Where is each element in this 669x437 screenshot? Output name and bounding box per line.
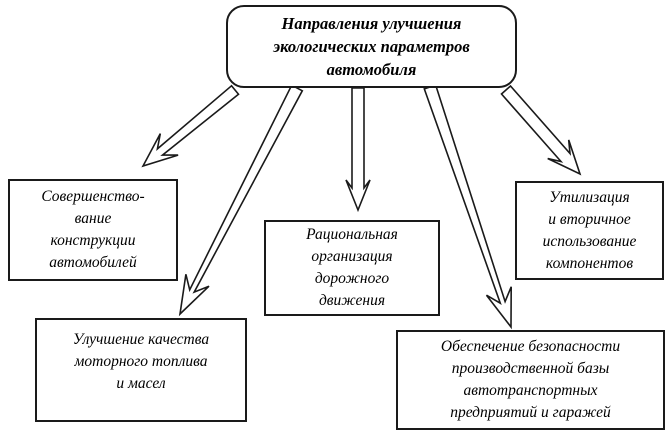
branch-text-traffic-organization: Рациональная организация дорожного движе… [306, 226, 398, 309]
branch-text-production-safety: Обеспечение безопасности производственно… [440, 338, 621, 421]
branch-text-fuel-quality: Улучшение качества моторного топлива и м… [72, 331, 210, 392]
arrow-down-right-icon [500, 84, 582, 176]
branch-text-recycling: Утилизация и вторичное использование ком… [542, 188, 637, 272]
arrow-down-left-steep-icon [178, 84, 304, 317]
arrow-down-left-icon [141, 84, 240, 168]
branch-box-design: Совершенство- вание конструкции автомоби… [8, 179, 178, 281]
arrow-down-icon [345, 87, 371, 213]
title-text: Направления улучшения экологических пара… [273, 14, 470, 79]
arrow-down-right-steep-icon [423, 84, 513, 330]
branch-text-design: Совершенство- вание конструкции автомоби… [41, 188, 145, 271]
branch-box-production-safety: Обеспечение безопасности производственно… [396, 330, 665, 430]
title-box: Направления улучшения экологических пара… [226, 5, 517, 88]
branch-box-fuel-quality: Улучшение качества моторного топлива и м… [35, 318, 247, 422]
branch-box-traffic-organization: Рациональная организация дорожного движе… [264, 220, 440, 316]
branch-box-recycling: Утилизация и вторичное использование ком… [515, 181, 664, 280]
